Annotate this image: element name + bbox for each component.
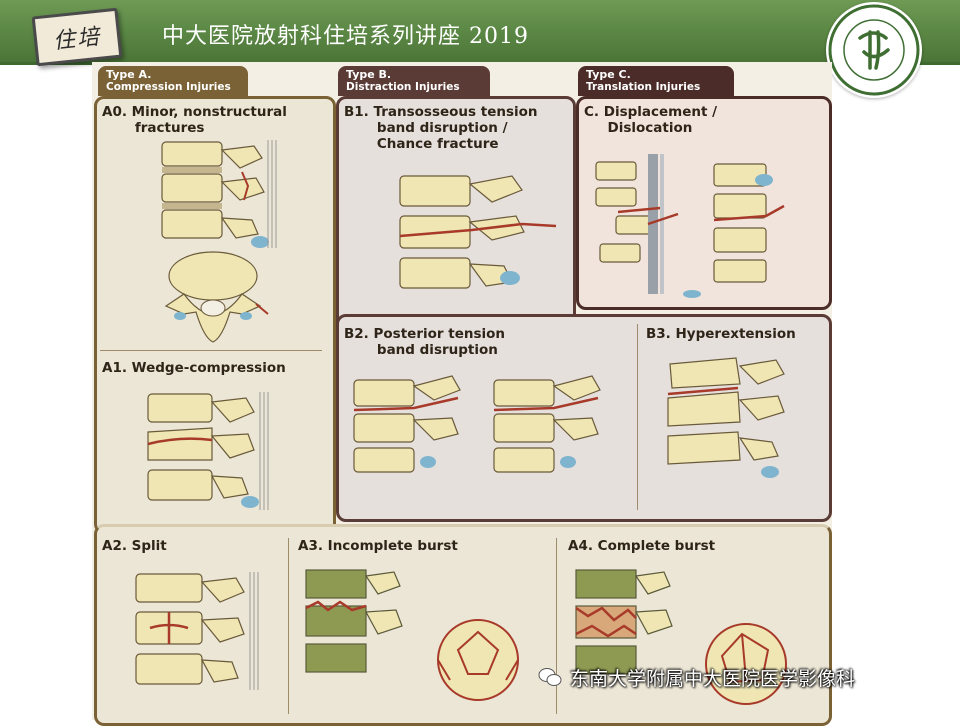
- a0-lateral-spine-illustration: [161, 140, 277, 248]
- type-a-code: Type A.: [106, 68, 152, 81]
- type-a-tab: Type A. Compression Injuries: [98, 66, 248, 96]
- type-b-code: Type B.: [346, 68, 392, 81]
- subtype-a3-label: A3. Incomplete burst: [298, 538, 458, 554]
- subtype-a1-label: A1. Wedge-compression: [102, 360, 286, 376]
- course-stamp: 住培: [31, 7, 123, 67]
- subtype-c-label: C. Displacement / Dislocation: [584, 104, 718, 136]
- subtype-b1-label: B1. Transosseous tension band disruption…: [344, 104, 538, 152]
- a3-a4-divider: [556, 538, 557, 714]
- a3-incomplete-burst-illustration: [305, 569, 519, 701]
- subtype-a0-label: A0. Minor, nonstructural fractures: [102, 104, 287, 136]
- b3-hyperextension-illustration: [667, 357, 785, 478]
- seal-graphic: [828, 4, 920, 96]
- b2-b3-divider: [637, 324, 638, 510]
- c-dislocation-illustration: [595, 154, 785, 298]
- type-c-tab: Type C. Translation Injuries: [578, 66, 734, 96]
- type-a-name: Compression Injuries: [106, 81, 231, 93]
- watermark-text: 东南大学附属中大医院医学影像科: [570, 668, 856, 690]
- b2-posterior-tension-illustration: [353, 375, 601, 473]
- title-bar: [0, 0, 960, 62]
- type-c-name: Translation Injuries: [586, 81, 701, 93]
- subtype-a4-label: A4. Complete burst: [568, 538, 716, 554]
- type-b-tab: Type B. Distraction Injuries: [338, 66, 490, 96]
- hospital-seal-logo: [826, 2, 922, 98]
- a2-split-fracture-illustration: [135, 572, 259, 690]
- type-b-name: Distraction Injuries: [346, 81, 460, 93]
- subtype-b2-label: B2. Posterior tension band disruption: [344, 326, 506, 358]
- stamp-text: 住培: [52, 24, 103, 55]
- a2-a3-divider: [288, 538, 289, 714]
- subtype-a2-label: A2. Split: [102, 538, 167, 554]
- a0-a1-divider: [100, 350, 322, 351]
- type-c-code: Type C.: [586, 68, 631, 81]
- lecture-series-title: 中大医院放射科住培系列讲座 2019: [162, 24, 529, 49]
- b1-chance-fracture-illustration: [399, 175, 557, 289]
- wechat-icon: [538, 668, 562, 686]
- a4-complete-burst-illustration: [575, 569, 787, 705]
- ao-spine-classification-figure: Type A. Compression Injuries Type B. Dis…: [92, 62, 832, 726]
- subtype-b3-label: B3. Hyperextension: [646, 326, 796, 342]
- a0-axial-vertebra-illustration: [164, 251, 269, 343]
- a1-wedge-compression-illustration: [147, 392, 269, 510]
